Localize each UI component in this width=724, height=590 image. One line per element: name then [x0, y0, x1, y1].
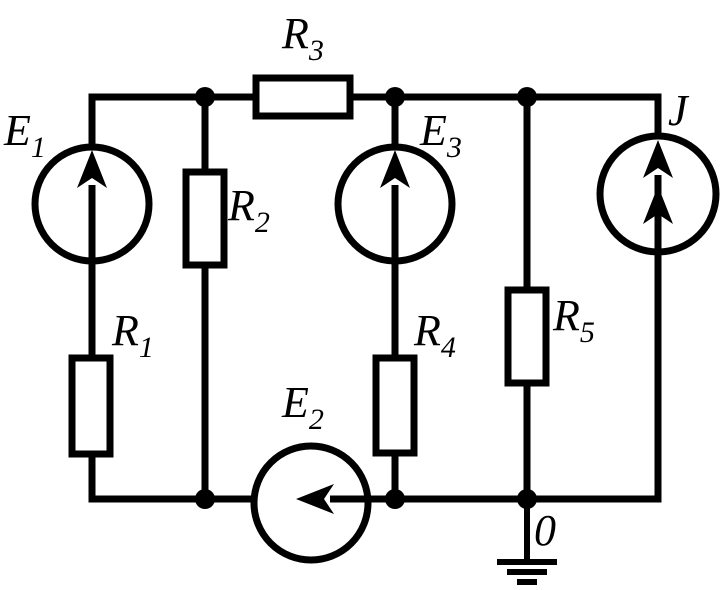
node-bottom-left — [195, 489, 215, 509]
node-ground — [517, 489, 537, 509]
label-j: J — [668, 86, 690, 135]
label-e3: E3 — [419, 106, 462, 164]
label-ground-node: 0 — [534, 506, 556, 555]
resistor-r5 — [504, 286, 550, 387]
e3-arrow-head — [380, 150, 410, 188]
resistor-r1 — [68, 354, 114, 458]
node-top-right — [517, 87, 537, 107]
label-e2: E2 — [281, 378, 324, 436]
e2-arrow-head — [296, 484, 334, 514]
resistor-r4 — [372, 354, 418, 457]
label-r4: R4 — [413, 306, 456, 364]
node-top-left — [195, 87, 215, 107]
label-r1: R1 — [111, 306, 154, 364]
label-r5: R5 — [552, 291, 595, 349]
resistor-r3 — [252, 74, 354, 120]
node-top-middle — [385, 87, 405, 107]
j-arrow-head-lower — [643, 186, 673, 224]
label-e1: E1 — [3, 106, 46, 164]
e1-arrow-head — [77, 150, 107, 188]
label-r3: R3 — [281, 9, 324, 67]
node-bottom-middle — [385, 489, 405, 509]
label-r2: R2 — [227, 181, 270, 239]
j-arrow-head-upper — [643, 140, 673, 178]
resistor-r2 — [182, 168, 228, 269]
